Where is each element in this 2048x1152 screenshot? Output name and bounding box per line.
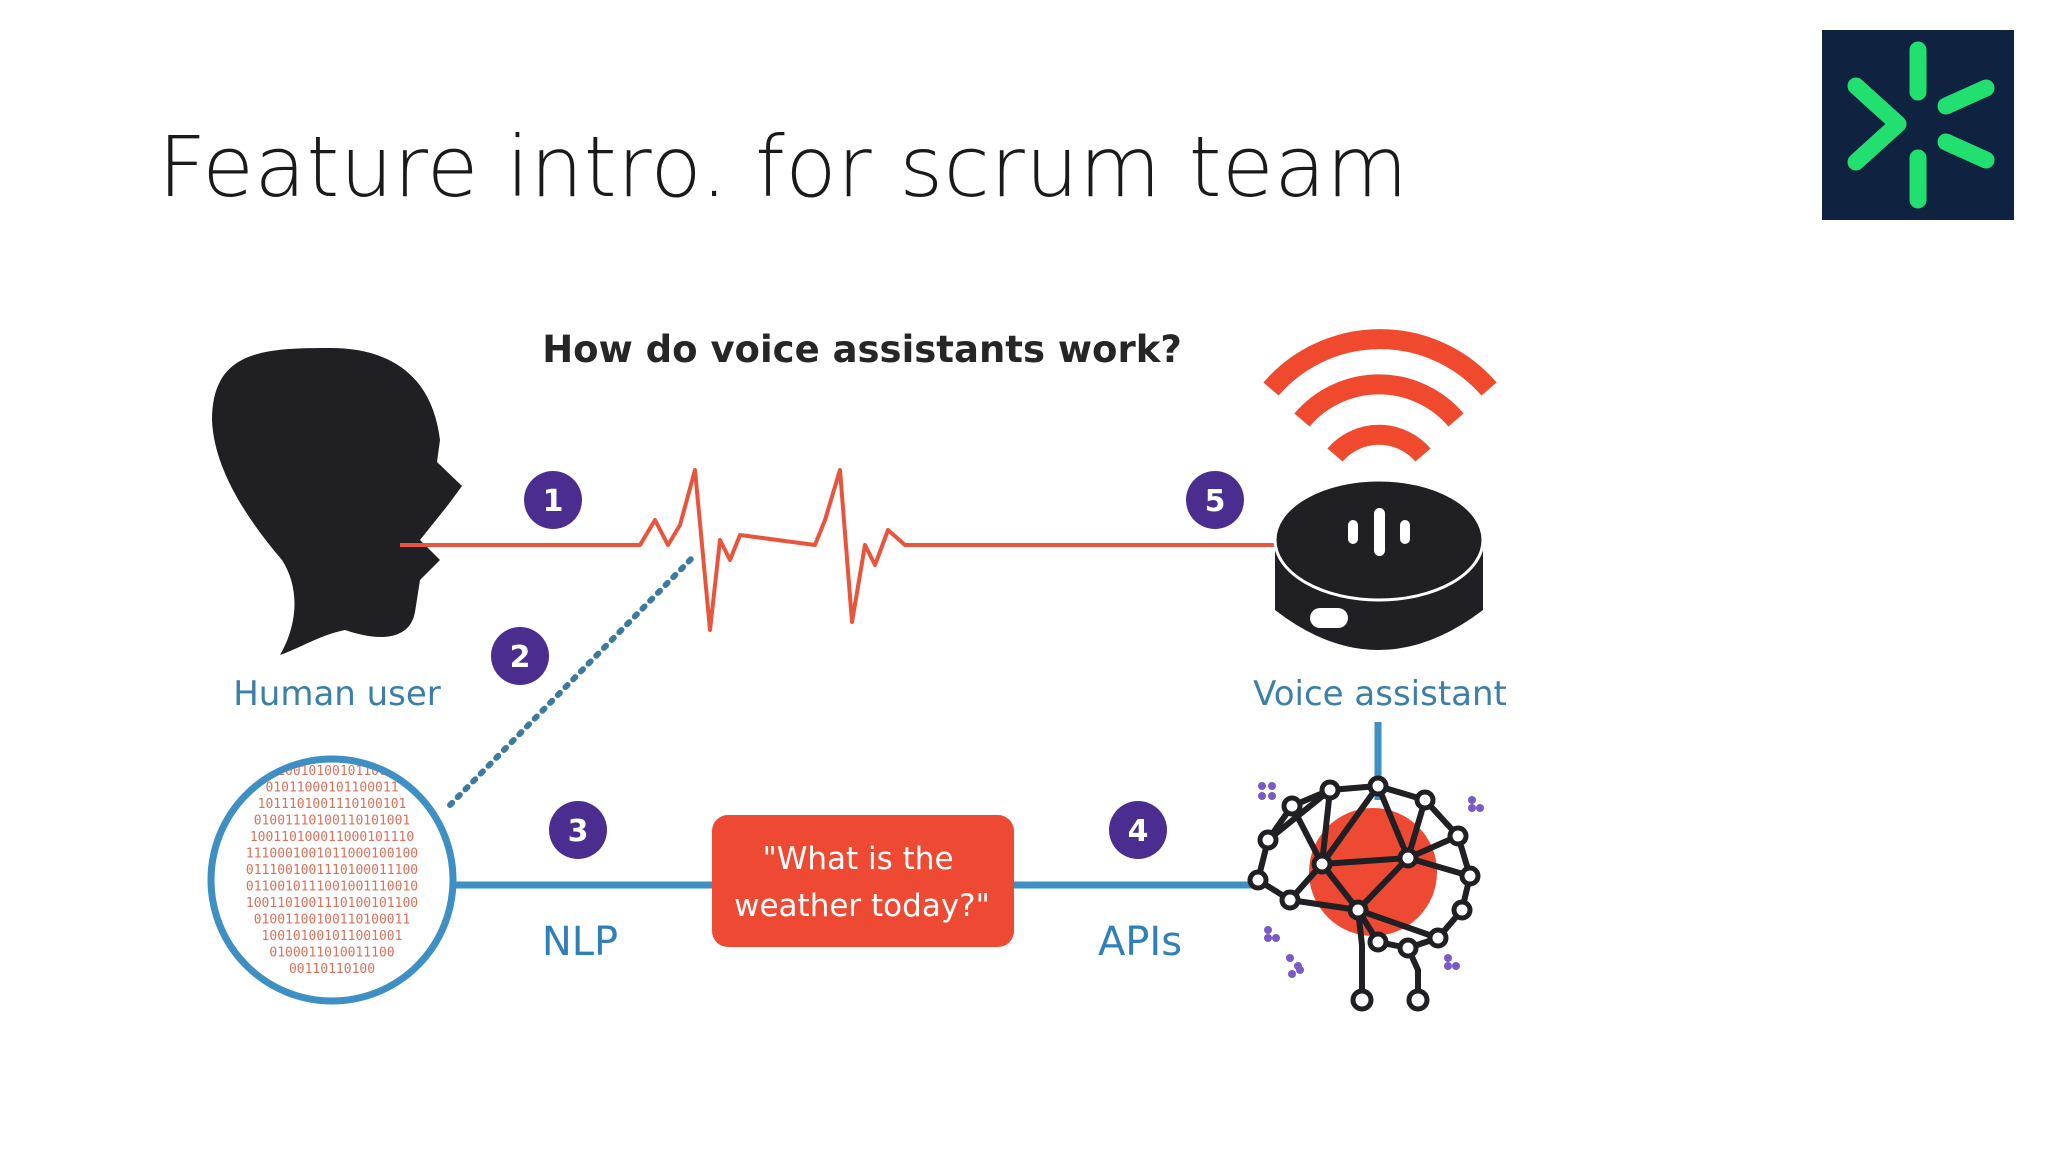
binary-data-circle: 10010100101100 01011000101100011101110100… bbox=[207, 755, 457, 1005]
binary-row: 0110010111001001110010 bbox=[246, 880, 418, 895]
binary-row: 01001110100110101001 bbox=[254, 814, 411, 829]
svg-text:4: 4 bbox=[1128, 814, 1149, 849]
slide-title: Feature intro. for scrum team bbox=[158, 118, 1409, 216]
binary-row: 1011101001110100101 bbox=[258, 797, 407, 812]
step-badge-2: 2 bbox=[491, 627, 549, 685]
human-head-icon bbox=[212, 348, 462, 655]
svg-text:3: 3 bbox=[568, 814, 589, 849]
smart-speaker-icon bbox=[1273, 478, 1485, 650]
binary-row: 0100011010011100 bbox=[269, 946, 394, 961]
sound-wave-line bbox=[400, 468, 1290, 632]
binary-row: 1110001001011000100100 bbox=[246, 847, 418, 862]
binary-row: 100110100011000101110 bbox=[250, 830, 414, 845]
step-badge-1: 1 bbox=[524, 471, 582, 529]
voice-assistant-label: Voice assistant bbox=[1253, 674, 1507, 714]
binary-row: 01001100100110100011 bbox=[254, 913, 411, 928]
binary-row: 0111001001110100011100 bbox=[246, 863, 418, 878]
query-line-1: "What is the bbox=[762, 841, 953, 877]
step-badge-4: 4 bbox=[1109, 801, 1167, 859]
spark-logo-icon bbox=[1822, 30, 2014, 220]
svg-text:1: 1 bbox=[543, 484, 564, 519]
svg-text:5: 5 bbox=[1205, 484, 1226, 519]
svg-text:2: 2 bbox=[510, 640, 531, 675]
binary-row: 10010100101100 bbox=[277, 764, 387, 779]
step-badge-3: 3 bbox=[549, 801, 607, 859]
binary-row: 00110110100 bbox=[289, 962, 375, 977]
query-box: "What is the weather today?" bbox=[712, 815, 1014, 947]
step-badge-5: 5 bbox=[1186, 471, 1244, 529]
nlp-label: NLP bbox=[542, 919, 618, 965]
wifi-icon bbox=[1263, 329, 1497, 462]
query-line-2: weather today?" bbox=[734, 888, 990, 924]
diagram-heading: How do voice assistants work? bbox=[542, 328, 1182, 371]
binary-row: 1001101001110100101100 bbox=[246, 896, 418, 911]
dotted-link bbox=[447, 552, 698, 808]
binary-row: 100101001011001001 bbox=[262, 929, 403, 944]
apis-label: APIs bbox=[1098, 919, 1182, 965]
human-user-label: Human user bbox=[233, 674, 441, 714]
brain-network-icon bbox=[1247, 775, 1484, 1012]
binary-row: 01011000101100011 bbox=[265, 781, 398, 796]
